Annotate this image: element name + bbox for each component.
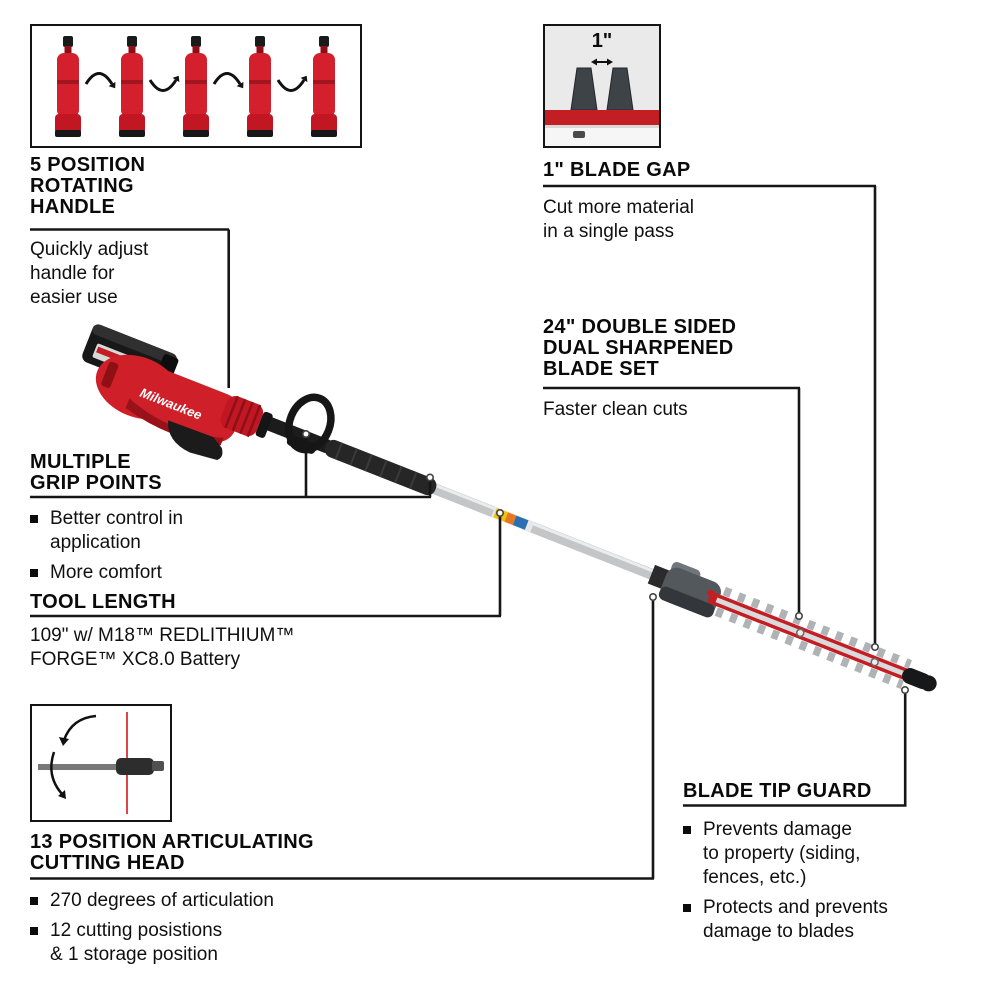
articulation-graphic [38, 712, 164, 814]
tip-guard-bullets: Prevents damage to property (siding, fen… [683, 818, 923, 944]
list-item: More comfort [30, 561, 250, 585]
motor-housing: Milwaukee [95, 354, 241, 461]
rotating-handle-heading: 5 POSITION ROTATING HANDLE [30, 154, 146, 218]
list-item: Protects and prevents damage to blades [683, 896, 923, 944]
mini-head [116, 758, 154, 775]
blade-teeth-top [722, 586, 913, 669]
handle-icon [247, 36, 273, 137]
grip-points-heading: MULTIPLE GRIP POINTS [30, 451, 162, 494]
bullet-square [683, 904, 691, 912]
brand-logo: Milwaukee [138, 385, 204, 423]
handle-icon [311, 36, 337, 137]
blade-tip-guard-part [902, 668, 937, 692]
blade-gap-heading: 1" BLADE GAP [543, 159, 691, 181]
bullet-text: Protects and prevents damage to blades [703, 897, 888, 942]
pivot-arrow-icon [50, 751, 66, 799]
shaft [259, 415, 674, 588]
callout-dots [301, 429, 909, 694]
rotate-arrow-icon [276, 74, 309, 92]
blade-set-body: Faster clean cuts [543, 399, 688, 420]
blade-gap-panel [543, 24, 661, 148]
articulating-head-heading: 13 POSITION ARTICULATING CUTTING HEAD [30, 831, 314, 874]
list-item: Prevents damage to property (siding, fen… [683, 818, 923, 890]
blade-spine [707, 592, 912, 681]
battery-pack [82, 324, 179, 391]
bullet-square [30, 897, 38, 905]
tool-length-body: 109" w/ M18™ REDLITHIUM™ FORGE™ XC8.0 Ba… [30, 625, 295, 670]
blade-gap-graphic [545, 26, 659, 146]
list-item: 12 cutting posistions & 1 storage positi… [30, 919, 330, 967]
bullet-text: More comfort [50, 562, 162, 583]
bullet-square [683, 826, 691, 834]
bullet-square [30, 515, 38, 523]
rotating-handle-body: Quickly adjust handle for easier use [30, 239, 149, 308]
blade-assembly [707, 586, 937, 692]
articulating-joint [647, 561, 721, 618]
bullet-text: 12 cutting posistions & 1 storage positi… [50, 920, 223, 965]
articulating-head-bullets: 270 degrees of articulation 12 cutting p… [30, 889, 330, 967]
bullet-square [30, 927, 38, 935]
mini-blade [38, 764, 120, 770]
gap-arrow-icon [591, 58, 613, 66]
list-item: 270 degrees of articulation [30, 889, 330, 913]
shaft-label [491, 506, 535, 533]
foam-grip [324, 439, 437, 496]
handle-icon [119, 36, 145, 137]
grip-points-bullets: Better control in application More comfo… [30, 507, 250, 585]
handle-icon [55, 36, 81, 137]
blade-set-heading: 24" DOUBLE SIDED DUAL SHARPENED BLADE SE… [543, 316, 737, 380]
loop-handle [285, 393, 335, 454]
bullet-text: Prevents damage to property (siding, fen… [703, 819, 861, 888]
articulating-head-panel [30, 704, 172, 822]
bullet-square [30, 569, 38, 577]
tool-length-heading: TOOL LENGTH [30, 591, 176, 613]
trigger-handle [168, 420, 223, 461]
pivot-arrow-icon [59, 714, 97, 746]
rotating-handle-collar [220, 395, 273, 438]
rotating-handle-positions-panel [30, 24, 362, 148]
bullet-text: 270 degrees of articulation [50, 890, 274, 911]
blade-gap-body: Cut more material in a single pass [543, 197, 694, 242]
handle-icon [183, 36, 209, 137]
blade-rail [715, 597, 906, 677]
list-item: Better control in application [30, 507, 250, 555]
gap-measurement-label: 1" [591, 30, 613, 52]
blade-bar [545, 110, 659, 125]
blade-teeth-bottom [714, 607, 904, 690]
rotate-arrow-icon [212, 72, 245, 90]
bullet-text: Better control in application [50, 508, 184, 553]
rotate-arrow-icon [84, 72, 117, 90]
rotate-arrow-icon [148, 74, 181, 92]
tip-guard-heading: BLADE TIP GUARD [683, 780, 872, 802]
handle-positions-graphic [55, 36, 337, 137]
